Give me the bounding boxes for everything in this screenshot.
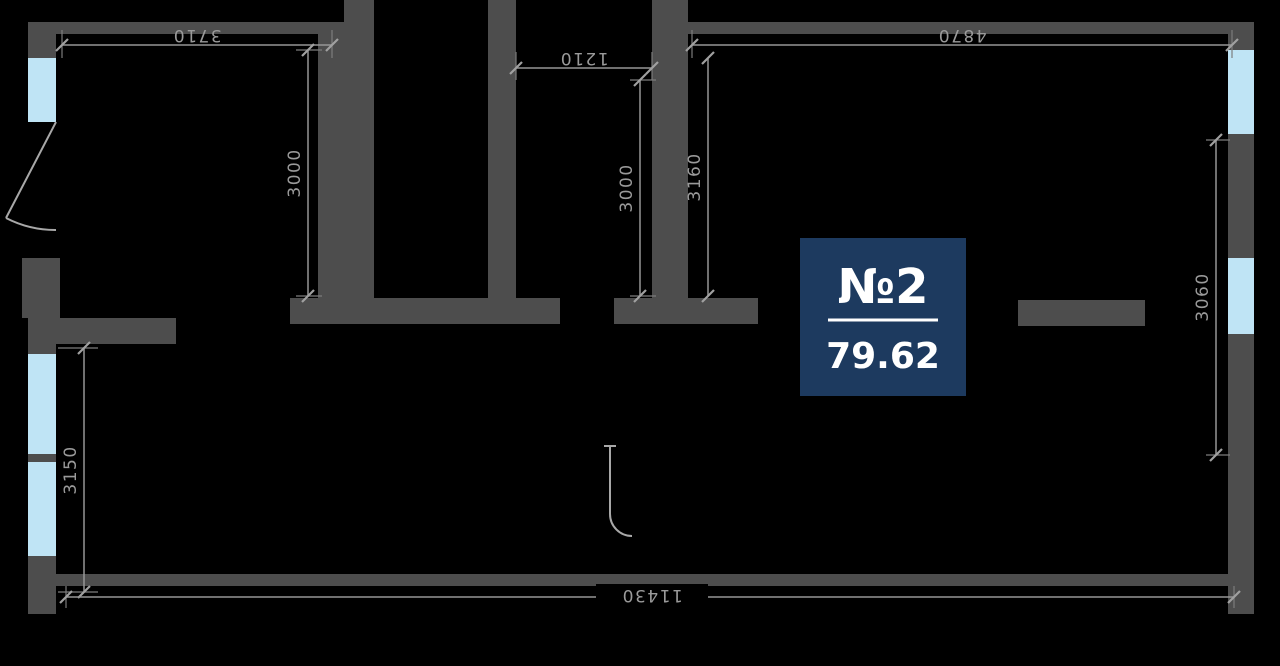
interior-door-arc [609,513,633,537]
wall-top-left [56,22,344,34]
dimension-top-middle: 1210 [509,48,659,80]
dimension-tick [77,341,91,355]
dimension-tick [59,590,73,604]
wall-right-mid-block [1228,134,1254,258]
dimension-tick [633,73,647,87]
dimension-tick [55,38,69,52]
window-left-lower-2 [28,462,56,556]
entrance-door-arc [5,217,57,232]
dimension-inner-left: 3000 [285,43,322,303]
dimension-label: 3000 [285,148,305,197]
wall-partition-left [318,22,344,298]
dimension-tick [509,61,523,75]
walls [22,0,1254,614]
wall-left-lower-block [28,318,56,354]
dimensions: 3710 4870 1210 3000 [55,25,1241,610]
wall-alcove-right [652,0,688,298]
dimension-label: 3710 [172,25,221,45]
dimension-tick [633,289,647,303]
dimension-label: 11430 [621,585,683,605]
wall-shaft-left [344,0,374,298]
wall-top-right [688,22,1254,34]
dimension-tick [645,61,659,75]
interior-door-swing-icon [604,445,633,537]
window-left-upper [28,58,56,122]
entrance-door-leaf [5,121,57,219]
dimension-left-side: 3150 [58,341,98,599]
dimension-label-backing [596,584,708,610]
dimension-right-side: 3060 [1193,133,1230,462]
dimension-label: 3150 [61,445,81,494]
window-left-lower-1 [28,354,56,454]
dimension-tick [1209,133,1223,147]
dimension-label: 3000 [617,163,637,212]
dimension-tick [1227,590,1241,604]
dimension-inner-right: 3160 [685,51,715,303]
entrance-door-swing-icon [5,121,57,232]
dimension-label: 3060 [1193,272,1213,321]
unit-area-value: 79.62 [826,336,940,377]
dimension-inner-middle: 3000 [617,73,656,303]
window-right-upper [1228,50,1254,134]
wall-stub-right [1018,300,1145,326]
wall-left-bottom-block [28,556,56,614]
dimension-top-left: 3710 [55,25,339,58]
dimension-tick [301,289,315,303]
wall-left-mid-block [22,258,60,318]
doors [5,121,633,537]
wall-left-mullion [28,454,56,462]
wall-left-top-block [28,22,56,58]
unit-card-background[interactable] [800,238,966,396]
window-right-mid [1228,258,1254,334]
dimension-tick [685,38,699,52]
wall-mid-right [614,298,758,324]
unit-number-label: №2 [837,259,928,315]
windows [28,50,1254,556]
wall-bottom [56,574,1228,586]
dimension-top-right: 4870 [685,25,1239,58]
wall-stub-entry [56,318,176,344]
dimension-tick [701,51,715,65]
dimension-bottom: 11430 [59,584,1241,610]
dimension-tick [1209,448,1223,462]
dimension-label: 3160 [685,152,705,201]
wall-mid-left [290,298,560,324]
unit-label-card[interactable]: №2 79.62 [800,238,966,396]
dimension-tick [325,38,339,52]
dimension-tick [301,43,315,57]
dimension-label: 1210 [559,48,608,68]
wall-shaft-right [488,0,516,298]
dimension-tick [701,289,715,303]
dimension-tick [1225,38,1239,52]
dimension-tick [77,585,91,599]
wall-right-bottom-block [1228,334,1254,614]
dimension-label: 4870 [937,25,986,45]
